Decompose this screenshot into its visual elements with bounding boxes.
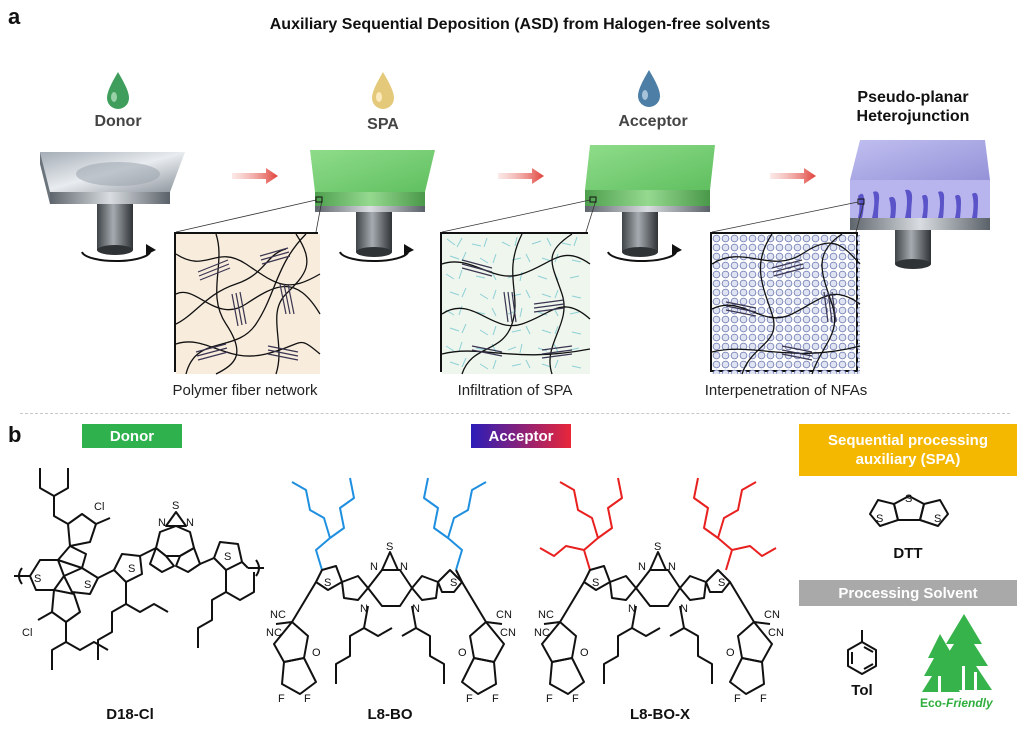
l8box-f-atom-1: F <box>546 693 553 705</box>
nfa-interpenetration-inset <box>710 232 861 375</box>
l8box-s-atom-btz: S <box>654 541 661 553</box>
l8bo-o-atom-left: O <box>312 647 321 659</box>
processing-solvent-tag: Processing Solvent <box>799 580 1017 606</box>
l8bo-s-atom-btz: S <box>386 541 393 553</box>
d18-s-atom-1: S <box>34 573 41 585</box>
dtt-s-atom-left: S <box>876 513 883 525</box>
l8box-f-atom-3: F <box>734 693 741 705</box>
l8box-cn-right-2: CN <box>768 627 784 639</box>
l8box-o-atom-left: O <box>580 647 589 659</box>
spa-infiltration-inset <box>440 232 591 375</box>
heterojunction-substrate <box>850 140 990 269</box>
acceptor-tag: Acceptor <box>471 424 571 448</box>
l8bo-s-atom-1: S <box>324 577 331 589</box>
l8box-n-atom-2: N <box>668 561 676 573</box>
heterojunction-label: Pseudo-planar Heterojunction <box>838 88 988 126</box>
rotation-arrow-2 <box>339 249 410 263</box>
panel-a-title: Auxiliary Sequential Deposition (ASD) fr… <box>269 16 771 33</box>
l8bo-cn-left-1: NC <box>270 609 286 621</box>
spa-tag-line2: auxiliary (SPA) <box>855 451 961 468</box>
l8bo-f-atom-2: F <box>304 693 311 705</box>
donor-tag: Donor <box>82 424 182 448</box>
dtt-s-atom-top: S <box>905 493 912 505</box>
l8box-cn-right-1: CN <box>764 609 780 621</box>
spa-substrate <box>310 150 435 257</box>
caption-nfa-interpenetration: Interpenetration of NFAs <box>704 382 868 399</box>
spa-tag-line1: Sequential processing <box>827 432 989 449</box>
l8bo-n-atom-1: N <box>370 561 378 573</box>
d18-cl-structure: Cl Cl S S S S N N S <box>14 468 264 670</box>
donor-label: Donor <box>94 113 142 130</box>
polymer-fiber-network-inset <box>174 232 321 375</box>
bare-substrate <box>40 152 185 255</box>
d18-cl-atom-bottom: Cl <box>22 627 32 639</box>
l8box-cn-left-1: NC <box>538 609 554 621</box>
l8bo-f-atom-1: F <box>278 693 285 705</box>
rotation-arrow-3 <box>607 249 678 263</box>
l8bo-n-atom-3: N <box>360 603 368 615</box>
acceptor-drop-icon <box>638 70 660 107</box>
d18-s-atom-btz: S <box>172 500 179 512</box>
l8box-o-atom-right: O <box>726 647 735 659</box>
panel-b-letter: b <box>8 422 22 447</box>
l8box-f-atom-2: F <box>572 693 579 705</box>
rotation-arrow-1 <box>81 249 152 263</box>
caption-fiber-network: Polymer fiber network <box>172 382 318 399</box>
d18-cl-atom-top: Cl <box>94 501 104 513</box>
eco-friendly-suffix: Friendly <box>946 696 993 710</box>
toluene-structure <box>847 630 877 675</box>
l8-bo-x-structure: S N N S S N N NC NC CN CN O O F F F F <box>534 477 784 705</box>
heterojunction-label-line1: Pseudo-planar <box>857 89 969 106</box>
l8-bo-x-label: L8-BO-X <box>630 706 690 723</box>
l8bo-cn-left-2: NC <box>266 627 282 639</box>
process-arrow-2 <box>498 168 544 184</box>
l8-bo-label: L8-BO <box>367 706 413 723</box>
eco-friendly-label: Eco-Friendly <box>920 696 1010 710</box>
d18-s-atom-3: S <box>128 563 135 575</box>
l8box-f-atom-4: F <box>760 693 767 705</box>
d18-n-atom-2: N <box>186 517 194 529</box>
process-arrow-3 <box>770 168 816 184</box>
toluene-label: Tol <box>851 682 873 699</box>
dtt-label: DTT <box>893 545 923 562</box>
l8bo-f-atom-3: F <box>466 693 473 705</box>
l8bo-o-atom-right: O <box>458 647 467 659</box>
spin-coating-sequence <box>40 140 990 269</box>
process-arrow-1 <box>232 168 278 184</box>
l8bo-cn-right-1: CN <box>496 609 512 621</box>
l8-bo-structure: S N N S S N N NC NC CN CN O O F F F F <box>266 477 516 705</box>
l8box-n-atom-3: N <box>628 603 636 615</box>
d18-n-atom-1: N <box>158 517 166 529</box>
l8box-s-atom-1: S <box>592 577 599 589</box>
l8bo-s-atom-2: S <box>450 577 457 589</box>
l8bo-cn-right-2: CN <box>500 627 516 639</box>
panel-divider <box>20 413 1010 414</box>
acceptor-label: Acceptor <box>618 113 688 130</box>
caption-spa-infiltration: Infiltration of SPA <box>457 382 573 399</box>
d18-s-atom-2: S <box>84 579 91 591</box>
eco-friendly-prefix: Eco- <box>920 696 947 710</box>
l8bo-n-atom-2: N <box>400 561 408 573</box>
heterojunction-label-line2: Heterojunction <box>856 108 970 125</box>
l8box-s-atom-2: S <box>718 577 725 589</box>
spa-tag: Sequential processing auxiliary (SPA) <box>799 424 1017 476</box>
spa-label: SPA <box>367 116 399 133</box>
d18-s-atom-4: S <box>224 551 231 563</box>
donor-drop-icon <box>107 72 129 109</box>
l8bo-n-atom-4: N <box>412 603 420 615</box>
acceptor-substrate <box>585 145 715 257</box>
spa-drop-icon <box>372 72 394 109</box>
dtt-s-atom-right: S <box>934 513 941 525</box>
dtt-structure: S S S <box>869 493 949 527</box>
d18-cl-label: D18-Cl <box>106 706 154 723</box>
l8box-n-atom-4: N <box>680 603 688 615</box>
l8box-n-atom-1: N <box>638 561 646 573</box>
l8bo-f-atom-4: F <box>492 693 499 705</box>
eco-friendly-tree-icon <box>922 614 992 694</box>
panel-a-letter: a <box>8 4 21 29</box>
l8box-cn-left-2: NC <box>534 627 550 639</box>
